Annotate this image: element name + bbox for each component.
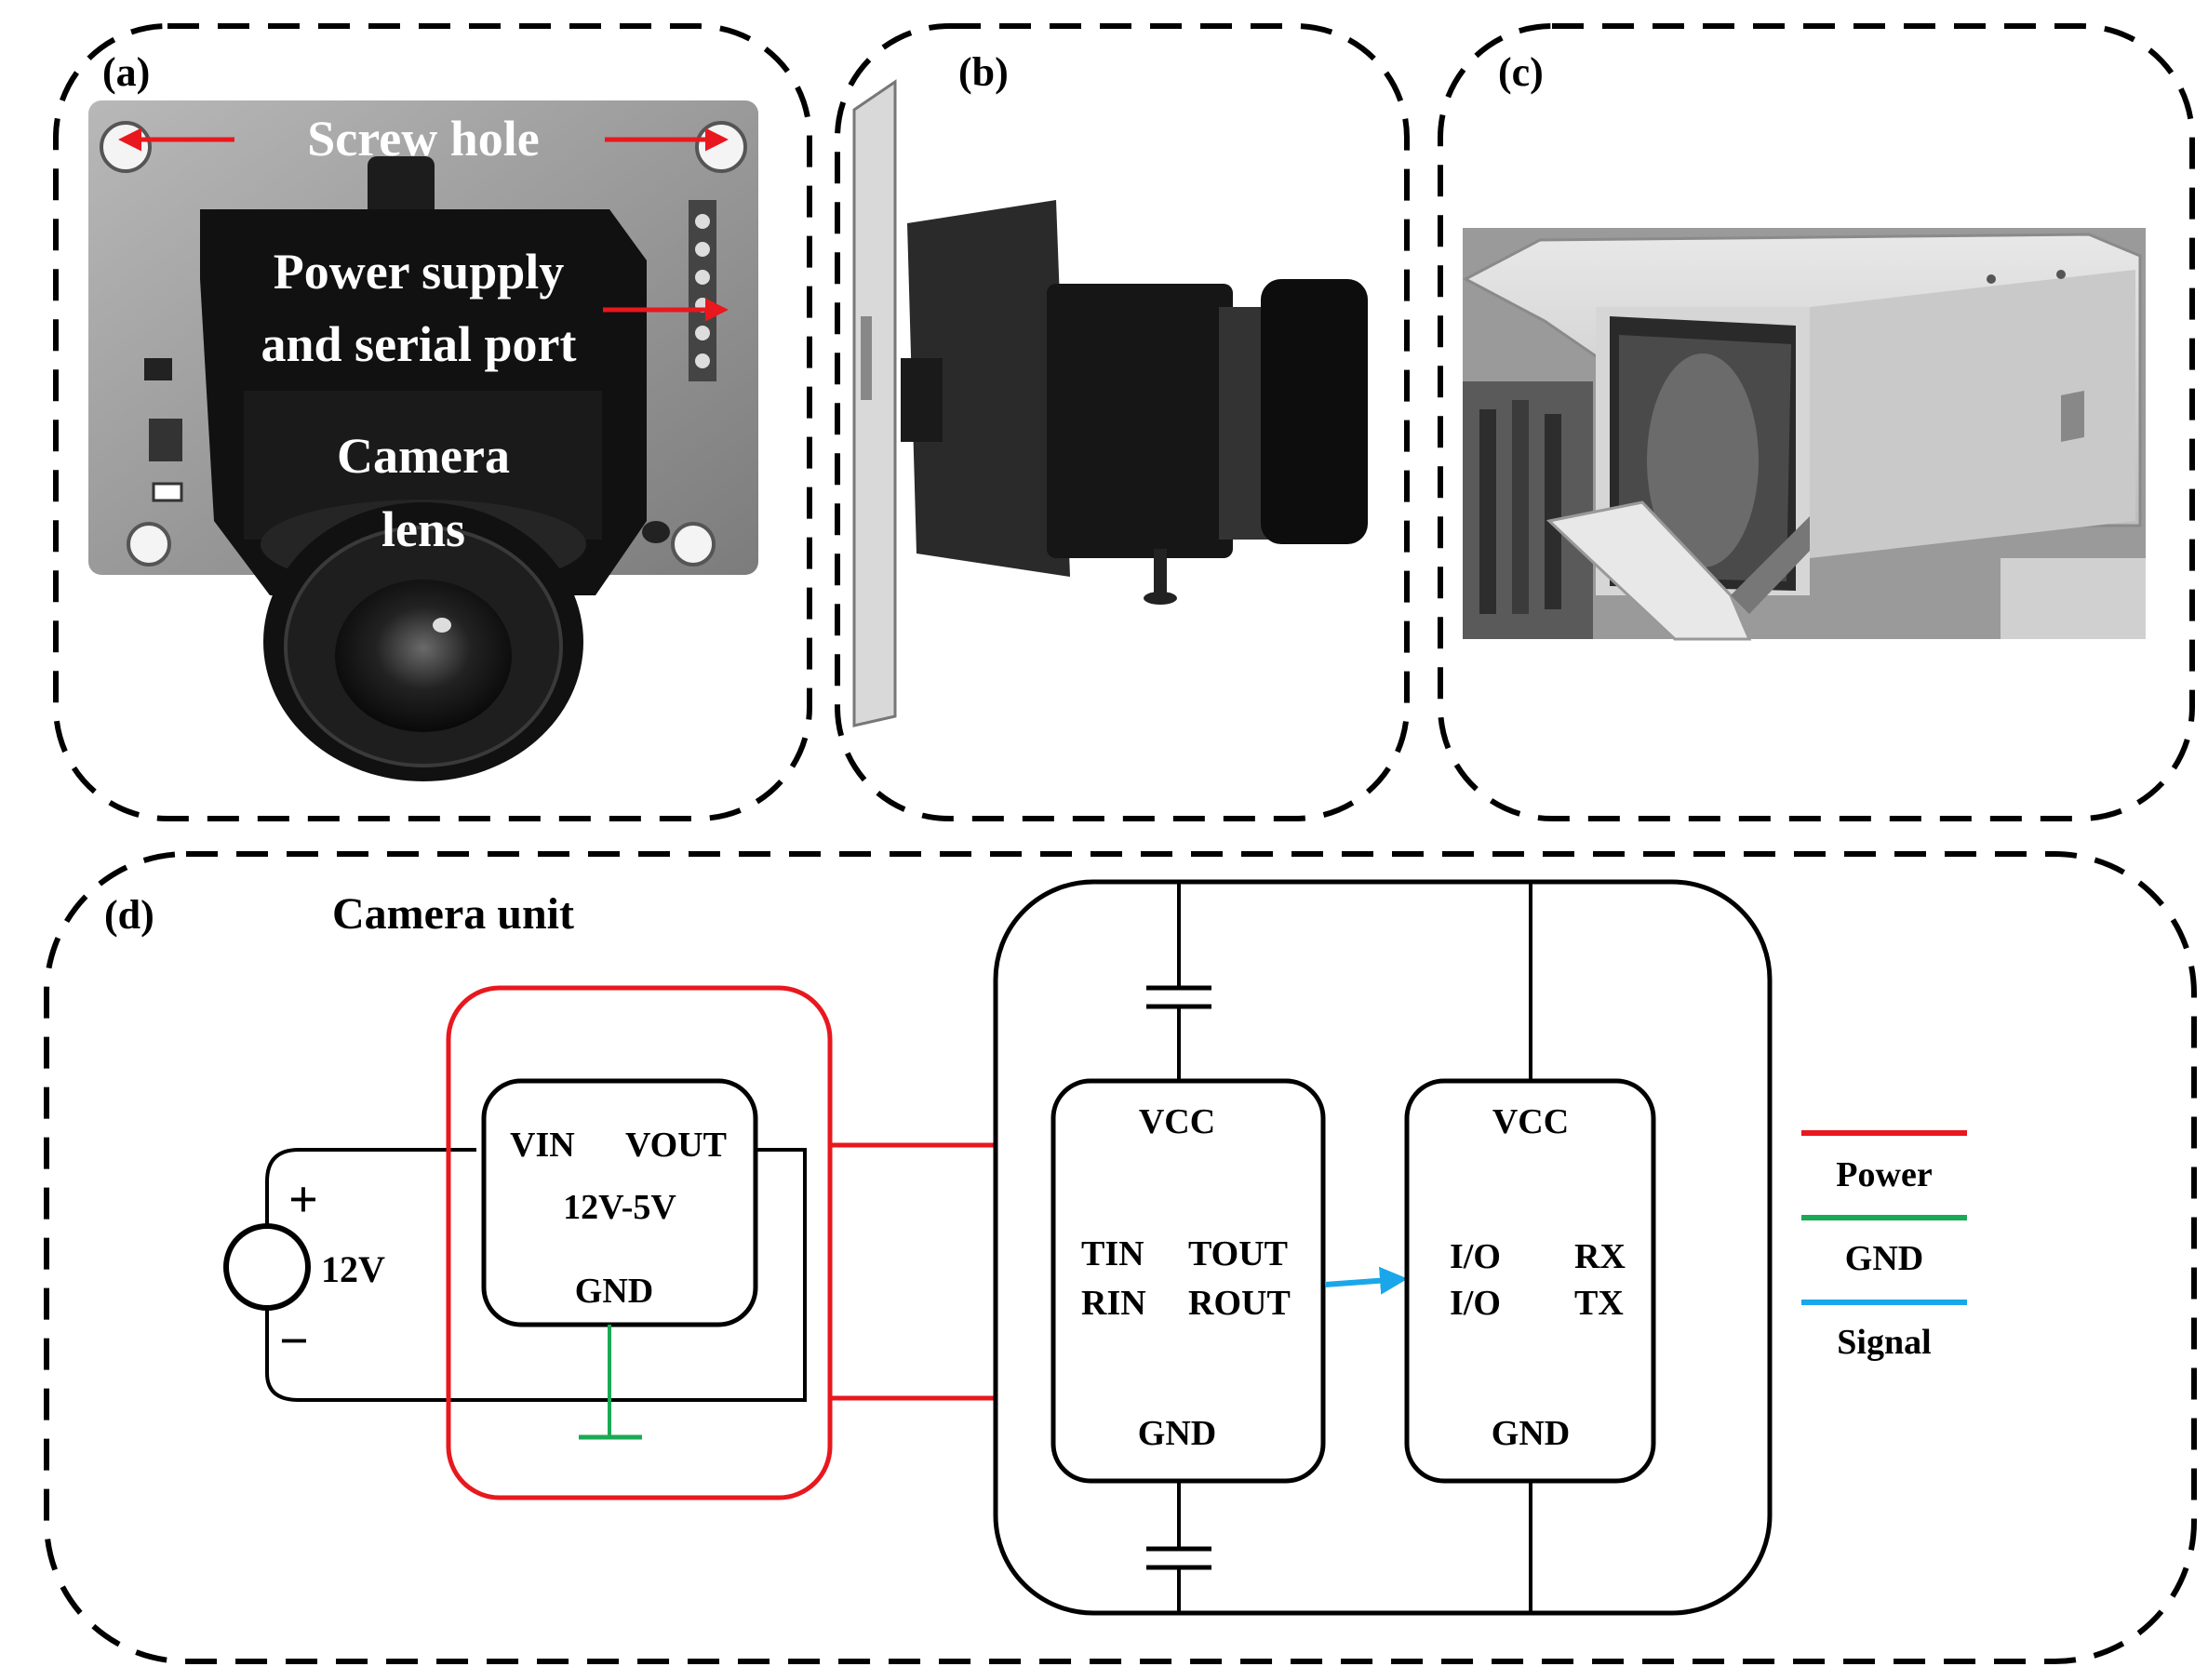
interface-circuit-group — [993, 879, 1773, 1616]
transceiver-rin-label: RIN — [1081, 1284, 1146, 1323]
regulator-vout-label: VOUT — [625, 1126, 727, 1165]
signal-arrow — [1324, 1266, 1408, 1295]
camera-housing-photo — [1462, 228, 2146, 641]
transceiver-block: VCC TIN TOUT RIN ROUT GND — [1050, 1078, 1326, 1484]
transceiver-gnd-label: GND — [1138, 1414, 1216, 1453]
voltage-source: + 12V − — [223, 1148, 807, 1402]
camera-lens-label-line2: lens — [381, 501, 465, 557]
source-voltage-label: 12V — [321, 1248, 385, 1290]
panel-a-label: (a) — [102, 49, 150, 95]
mcu-io2-label: I/O — [1450, 1284, 1501, 1323]
panel-d-frame — [44, 851, 2197, 1664]
panel-c-frame — [1438, 23, 2195, 821]
transceiver-vcc-label: VCC — [1139, 1102, 1215, 1141]
mcu-io1-label: I/O — [1450, 1237, 1501, 1276]
screw-hole-label: Screw hole — [307, 111, 539, 167]
power-supply-label-line2: and serial port — [261, 316, 576, 372]
panel-a-annotations: (a) Screw hole Power supply and serial p… — [102, 49, 729, 557]
capacitor-bottom — [1146, 1481, 1211, 1613]
regulator-name-label: 12V-5V — [563, 1188, 676, 1227]
mcu-gnd-label: GND — [1492, 1414, 1570, 1453]
voltage-source-symbol — [223, 1223, 311, 1311]
source-minus-sign: − — [279, 1313, 309, 1370]
regulator-vin-label: VIN — [510, 1126, 575, 1165]
panel-d: (d) Camera unit + 12V − VIN VOUT 12V-5V … — [44, 851, 2197, 1664]
mcu-block: VCC I/O RX I/O TX GND — [1404, 1078, 1656, 1484]
panel-c: (c) — [1438, 23, 2195, 821]
transceiver-tin-label: TIN — [1081, 1234, 1144, 1273]
legend: Power GND Signal — [1801, 1130, 1967, 1362]
camera-unit-title: Camera unit — [332, 889, 574, 939]
voltage-regulator-block: VIN VOUT 12V-5V GND — [481, 1078, 758, 1327]
regulator-ground-symbol — [579, 1325, 642, 1440]
mcu-tx-label: TX — [1574, 1284, 1624, 1323]
transceiver-tout-label: TOUT — [1188, 1234, 1288, 1273]
legend-gnd-label: GND — [1845, 1239, 1923, 1278]
power-supply-label-line1: Power supply — [274, 244, 565, 300]
panel-a: (a) Screw hole Power supply and serial p… — [53, 23, 812, 821]
camera-lens-label-line1: Camera — [337, 428, 510, 484]
legend-power-label: Power — [1836, 1155, 1933, 1194]
camera-module-side-photo — [852, 79, 1368, 727]
screw-hole-top-left — [100, 121, 152, 173]
legend-signal-label: Signal — [1837, 1323, 1931, 1362]
panel-b: (b) — [835, 23, 1410, 821]
panel-b-label: (b) — [958, 49, 1009, 95]
mcu-vcc-label: VCC — [1492, 1102, 1569, 1141]
panel-d-label: (d) — [104, 892, 154, 938]
screw-hole-top-right — [695, 121, 747, 173]
panel-c-label: (c) — [1498, 49, 1544, 95]
camera-module-front-photo — [88, 100, 758, 781]
mcu-rx-label: RX — [1574, 1237, 1626, 1276]
power-regulator-group — [446, 985, 833, 1500]
regulator-gnd-label: GND — [575, 1272, 653, 1311]
source-plus-sign: + — [288, 1171, 318, 1229]
capacitor-top — [1146, 882, 1211, 1081]
panel-b-frame — [835, 23, 1410, 821]
panel-a-frame — [53, 23, 812, 821]
transceiver-rout-label: ROUT — [1188, 1284, 1291, 1323]
